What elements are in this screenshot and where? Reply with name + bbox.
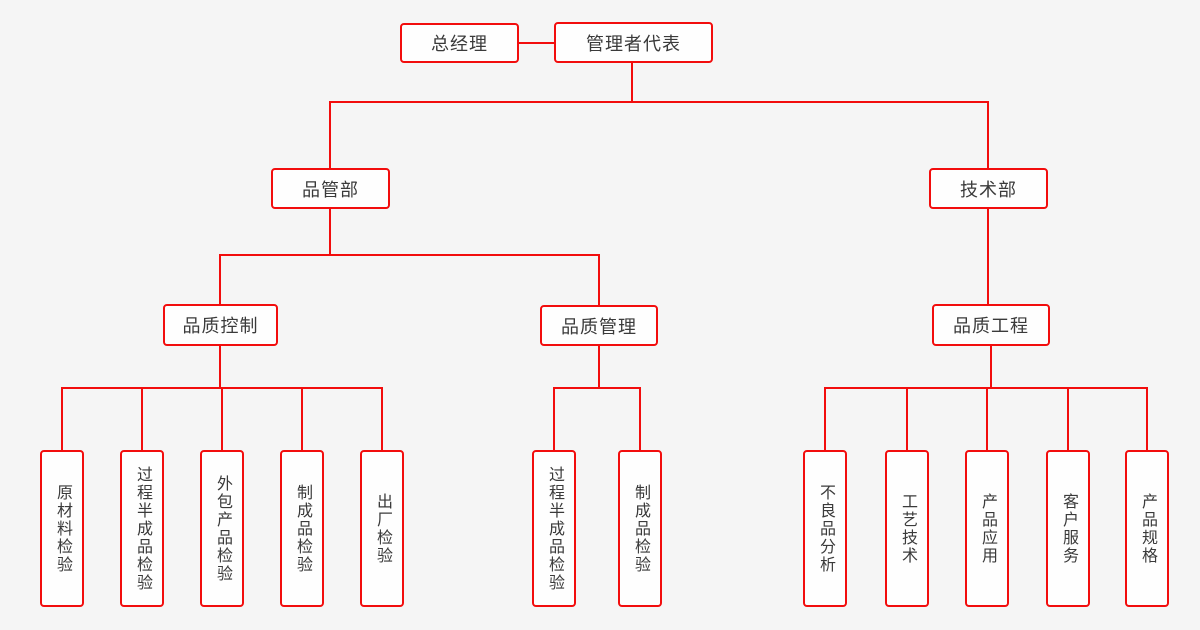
org-node-defective-product-analysis: 不良品分析 bbox=[803, 450, 847, 607]
connector-mid-leaf-rail bbox=[553, 387, 641, 389]
org-node-product-application: 产品应用 bbox=[965, 450, 1009, 607]
connector-leaf bbox=[639, 387, 641, 450]
org-node-label: 过程半成品检验 bbox=[546, 465, 563, 592]
org-node-quality-engineering: 品质工程 bbox=[932, 304, 1050, 346]
org-node-label: 品质控制 bbox=[182, 316, 259, 336]
connector-rep-down bbox=[631, 63, 633, 102]
org-node-label: 产品应用 bbox=[979, 492, 996, 565]
org-node-label: 管理者代表 bbox=[586, 33, 681, 54]
connector-to-quality-dept bbox=[329, 101, 331, 168]
connector-to-quality-management bbox=[598, 254, 600, 305]
connector-leaf bbox=[1146, 387, 1148, 450]
org-node-outsourced-product-inspection: 外包产品检验 bbox=[200, 450, 244, 607]
org-node-label: 品管部 bbox=[302, 179, 359, 200]
connector-leaf bbox=[824, 387, 826, 450]
connector-leaf bbox=[141, 387, 143, 450]
connector-gm-to-rep bbox=[519, 42, 554, 44]
org-node-label: 制成品检验 bbox=[632, 483, 649, 574]
org-node-label: 客户服务 bbox=[1060, 492, 1077, 565]
org-node-customer-service: 客户服务 bbox=[1046, 450, 1090, 607]
org-node-label: 制成品检验 bbox=[294, 483, 311, 574]
org-node-management-representative: 管理者代表 bbox=[554, 22, 713, 63]
org-node-label: 不良品分析 bbox=[817, 483, 834, 574]
org-node-process-technology: 工艺技术 bbox=[885, 450, 929, 607]
org-node-in-process-semifinished-inspection: 过程半成品检验 bbox=[120, 450, 164, 607]
org-node-general-manager: 总经理 bbox=[400, 23, 519, 63]
org-node-label: 外包产品检验 bbox=[214, 474, 231, 583]
org-node-in-process-semifinished-inspection-2: 过程半成品检验 bbox=[532, 450, 576, 607]
connector-leaf bbox=[986, 387, 988, 450]
org-node-finished-product-inspection-2: 制成品检验 bbox=[618, 450, 662, 607]
connector-leaf bbox=[221, 387, 223, 450]
org-node-quality-control: 品质控制 bbox=[163, 304, 278, 346]
org-node-label: 总经理 bbox=[431, 34, 488, 54]
org-node-quality-dept: 品管部 bbox=[271, 168, 390, 209]
connector-to-quality-engineering bbox=[987, 209, 989, 304]
org-node-quality-management: 品质管理 bbox=[540, 305, 658, 346]
org-node-label: 出厂检验 bbox=[374, 492, 391, 565]
org-node-label: 原材料检验 bbox=[54, 483, 71, 574]
connector-leaf bbox=[381, 387, 383, 450]
connector-leaf bbox=[61, 387, 63, 450]
org-node-label: 技术部 bbox=[960, 179, 1017, 200]
connector-quality-engineering-down bbox=[990, 346, 992, 388]
connector-quality-control-down bbox=[219, 346, 221, 388]
org-node-outgoing-inspection: 出厂检验 bbox=[360, 450, 404, 607]
org-node-label: 品质管理 bbox=[561, 316, 637, 337]
connector-leaf bbox=[553, 387, 555, 450]
connector-level2-rail bbox=[329, 101, 989, 103]
connector-quality-management-down bbox=[598, 346, 600, 388]
connector-leaf bbox=[1067, 387, 1069, 450]
connector-quality-dept-down bbox=[329, 209, 331, 255]
connector-leaf bbox=[301, 387, 303, 450]
org-node-label: 品质工程 bbox=[953, 316, 1029, 336]
org-node-label: 工艺技术 bbox=[899, 492, 916, 565]
org-node-finished-product-inspection: 制成品检验 bbox=[280, 450, 324, 607]
connector-to-quality-control bbox=[219, 254, 221, 304]
org-node-raw-material-inspection: 原材料检验 bbox=[40, 450, 84, 607]
org-node-product-specification: 产品规格 bbox=[1125, 450, 1169, 607]
connector-to-tech-dept bbox=[987, 101, 989, 168]
connector-level3-left-rail bbox=[219, 254, 600, 256]
org-node-label: 产品规格 bbox=[1139, 492, 1156, 565]
connector-leaf bbox=[906, 387, 908, 450]
org-node-label: 过程半成品检验 bbox=[134, 465, 151, 592]
org-node-tech-dept: 技术部 bbox=[929, 168, 1048, 209]
